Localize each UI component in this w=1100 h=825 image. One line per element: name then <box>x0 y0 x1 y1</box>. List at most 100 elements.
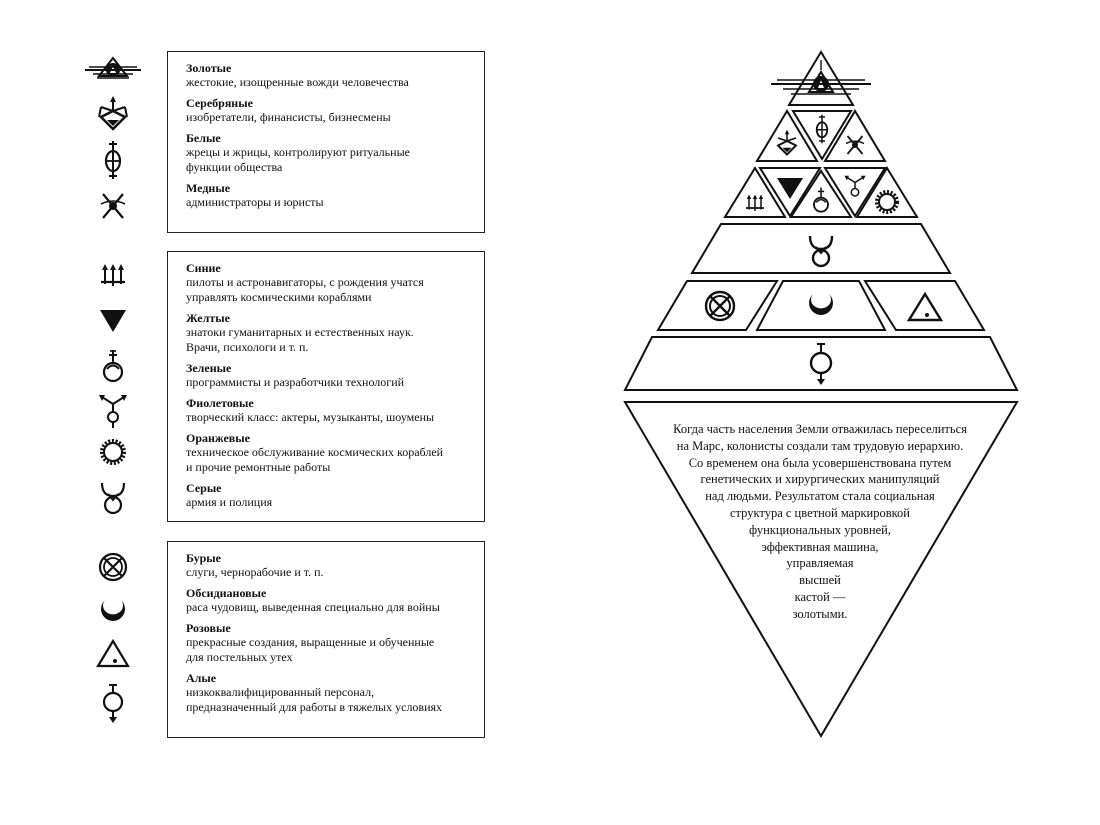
pyramid-gold-icon <box>771 60 871 95</box>
caste-title: Зеленые <box>186 361 232 375</box>
pyramid-tier-blue <box>723 166 787 218</box>
pyramid-tier-gray <box>690 223 952 274</box>
caste-title: Серебряные <box>186 96 253 110</box>
caste-desc: техническое обслуживание космических кор… <box>186 445 444 459</box>
caste-title: Серые <box>186 481 222 495</box>
caste-desc: администраторы и юристы <box>186 195 324 209</box>
caste-desc: жестокие, изощренные вожди человечества <box>186 75 409 89</box>
gray-horns-icon <box>86 477 140 517</box>
pyramid-tier-gold <box>787 50 855 106</box>
pyramid-yellow-icon <box>777 178 803 199</box>
caste-desc: творческий класс: актеры, музыканты, шоу… <box>186 410 435 424</box>
hierarchy-caption: Когда часть населения Земли отважилась п… <box>650 421 990 623</box>
pyramid-tier-obsidian <box>755 280 887 331</box>
pyramid-tier-copper <box>823 109 887 162</box>
pyramid-tier-orange <box>855 166 919 218</box>
caption-line: на Марс, колонисты создали там трудовую … <box>676 438 964 453</box>
caste-title: Белые <box>186 131 221 145</box>
caste-desc: Врачи, психологи и т. п. <box>186 340 309 354</box>
caste-title: Розовые <box>186 621 231 635</box>
pyramid-tier-red <box>623 336 1019 391</box>
caption-line: кастой — <box>794 589 846 604</box>
caption-line: функциональных уровней, <box>749 522 891 537</box>
pyramid-tier-violet <box>823 167 887 218</box>
pyramid-silver-icon <box>776 129 798 156</box>
caption-line: управляемая <box>786 556 854 571</box>
caste-title: Оранжевые <box>186 431 250 445</box>
pyramid-violet-icon <box>844 175 866 197</box>
caption-line: Когда часть населения Земли отважилась п… <box>673 422 967 436</box>
pyramid-gray-icon <box>808 235 834 268</box>
orange-gear-icon <box>86 432 140 472</box>
pyramid-tier-brown <box>656 280 779 331</box>
pyramid-orange-icon <box>875 190 899 214</box>
pyramid-tier-white <box>791 110 853 161</box>
pyramid-copper-icon <box>845 135 865 155</box>
caption-line: золотыми. <box>792 606 848 621</box>
caste-title: Синие <box>186 261 221 275</box>
caption-triangle <box>623 401 1019 738</box>
copper-cross-icon <box>86 186 140 226</box>
caste-title: Бурые <box>186 551 222 565</box>
caste-title: Фиолетовые <box>186 396 254 410</box>
pyramid-tier-silver <box>755 109 819 162</box>
pink-triangle-icon <box>86 634 140 674</box>
caption-line: над людьми. Результатом стала социальная <box>705 489 935 504</box>
caste-desc: программисты и разработчики технологий <box>186 375 405 389</box>
pyramid-red-icon <box>809 343 833 385</box>
caste-desc: армия и полиция <box>186 495 273 509</box>
caption-line: эффективная машина, <box>761 539 879 554</box>
pyramid-tier-yellow <box>758 167 822 218</box>
caste-title: Обсидиановые <box>186 586 267 600</box>
caste-desc: раса чудовищ, выведенная специально для … <box>186 600 440 614</box>
yellow-triangle-icon <box>86 300 140 340</box>
violet-fork-icon <box>86 390 140 430</box>
caste-desc: низкоквалифицированный персонал, <box>186 685 375 699</box>
red-circle-arrow-icon <box>86 683 140 723</box>
caption-line: генетических и хирургических манипуляций <box>700 472 940 487</box>
caption-line: высшей <box>799 573 841 588</box>
caste-title: Золотые <box>186 61 232 75</box>
caste-desc: слуги, чернорабочие и т. п. <box>186 565 324 579</box>
caste-desc: функции общества <box>186 160 283 174</box>
green-cross-circle-icon <box>86 346 140 386</box>
caste-title: Алые <box>186 671 217 685</box>
caste-desc: управлять космическими кораблями <box>186 290 372 304</box>
pyramid-obsidian-icon <box>809 294 833 315</box>
caste-title: Желтые <box>186 311 230 325</box>
pyramid-blue-icon <box>746 194 764 211</box>
caste-desc: и прочие ремонтные работы <box>186 460 331 474</box>
caption-line: структура с цветной маркировкой <box>730 505 910 520</box>
caste-desc: для постельных утех <box>186 650 293 664</box>
silver-arrows-icon <box>86 95 140 135</box>
brown-crossed-circle-icon <box>86 547 140 587</box>
caption-line: Со временем она была усовершенствована п… <box>688 455 952 470</box>
caste-desc: знатоки гуманитарных и естественных наук… <box>186 325 414 339</box>
pyramid-pink-icon <box>906 291 944 322</box>
pyramid-tier-green <box>789 169 853 218</box>
white-staff-icon <box>86 140 140 180</box>
pyramid-white-icon <box>815 114 829 144</box>
gold-wings-icon <box>85 50 141 90</box>
blue-trident-icon <box>86 254 140 294</box>
pyramid-green-icon <box>813 187 829 213</box>
caste-title: Медные <box>186 181 231 195</box>
obsidian-crescent-icon <box>86 590 140 630</box>
